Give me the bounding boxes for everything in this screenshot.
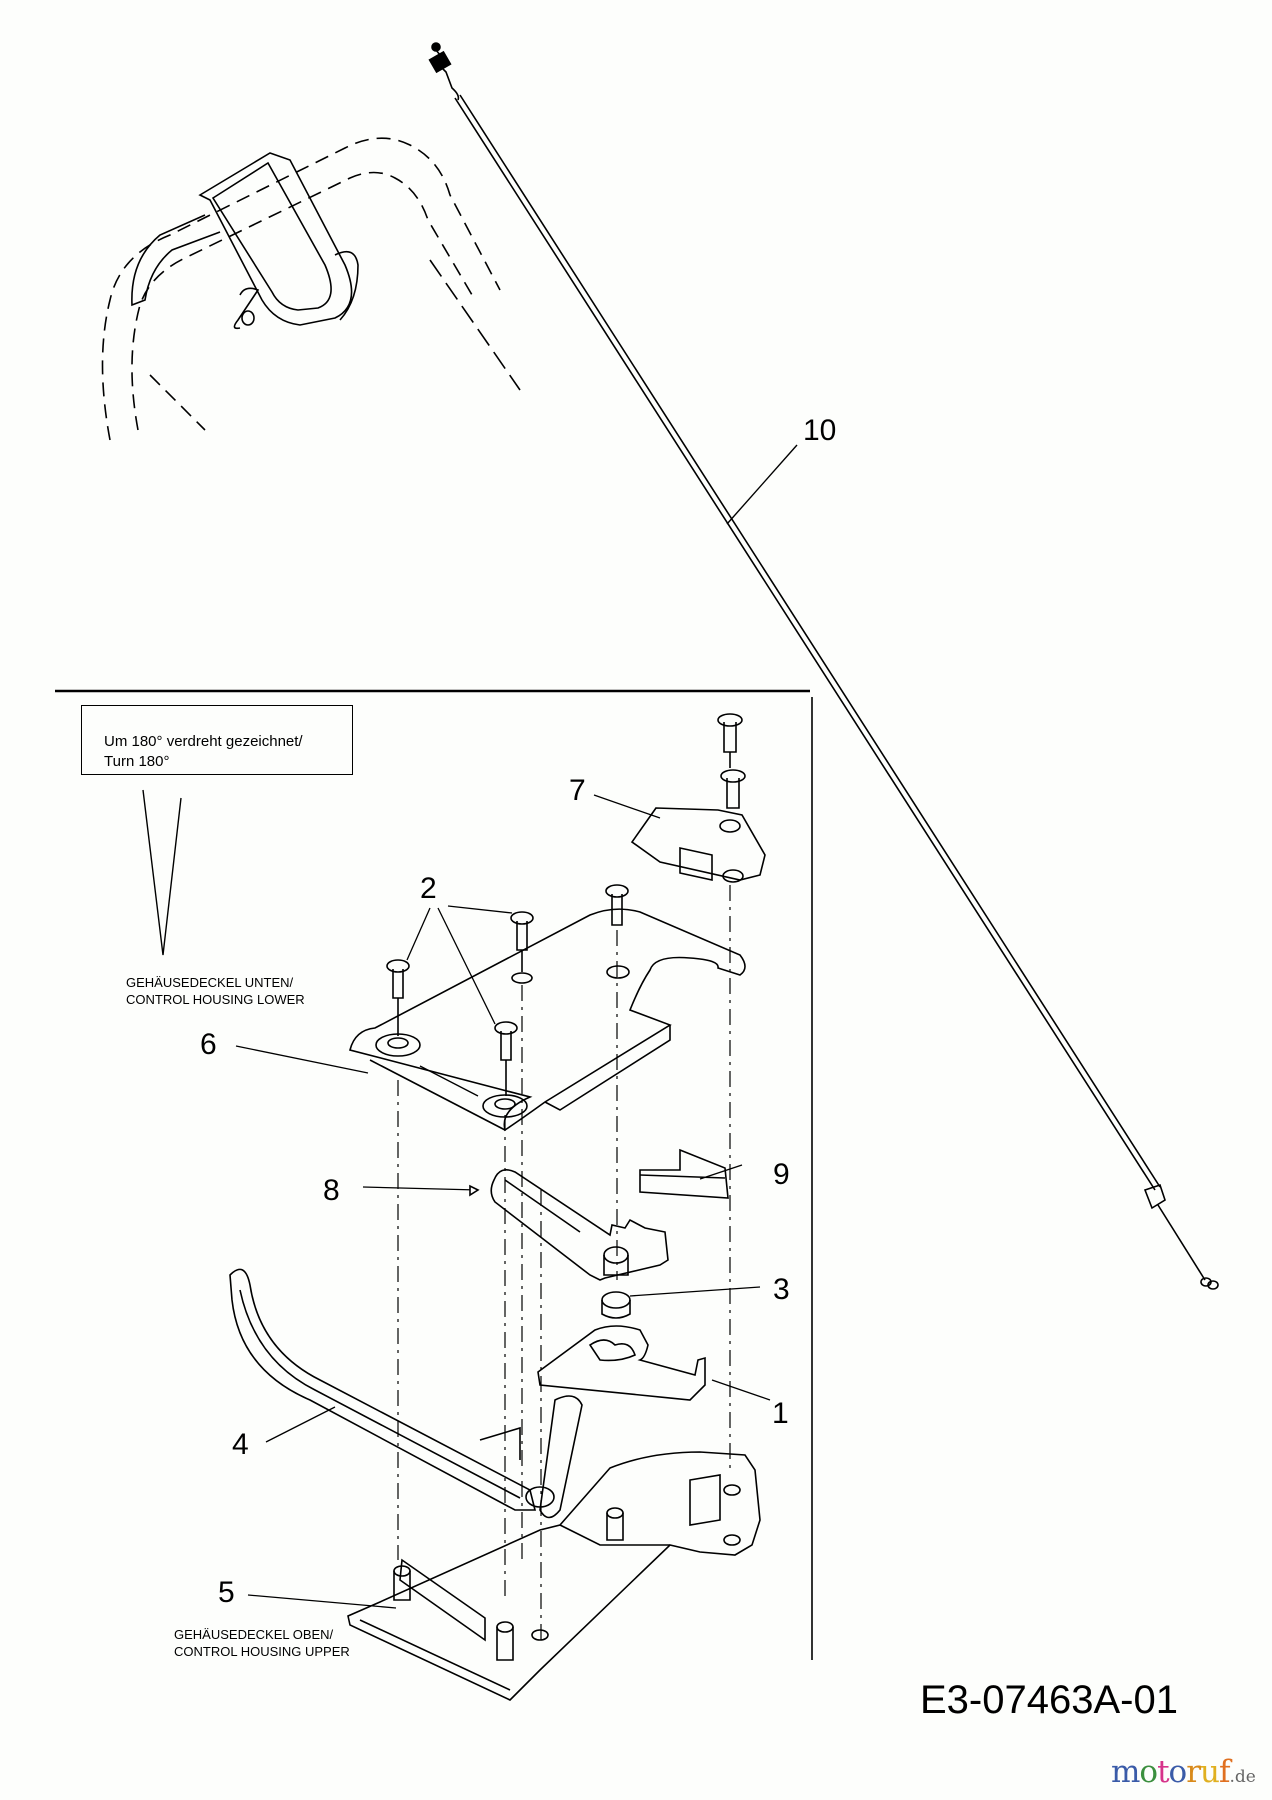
logo-letter: r (1186, 1754, 1201, 1790)
part-1-plate (537, 1325, 706, 1401)
callout-2: 2 (420, 872, 437, 905)
callout-3: 3 (773, 1273, 790, 1306)
logo-letter: m (1111, 1754, 1140, 1790)
callout-10: 10 (803, 414, 837, 447)
callout-7: 7 (569, 774, 586, 807)
rotation-note: Um 180° verdreht gezeichnet/ Turn 180° (81, 705, 353, 775)
part-5-housing-upper (347, 1451, 761, 1701)
label-housing-lower: GEHÄUSEDECKEL UNTEN/ CONTROL HOUSING LOW… (126, 974, 305, 1008)
note-pointer (142, 789, 182, 956)
logo-suffix: .de (1229, 1767, 1256, 1787)
callout-6: 6 (200, 1028, 217, 1061)
callout-4: 4 (232, 1428, 249, 1461)
label-housing-upper: GEHÄUSEDECKEL OBEN/ CONTROL HOUSING UPPE… (174, 1626, 350, 1660)
label-housing-lower-de: GEHÄUSEDECKEL UNTEN/ (126, 975, 294, 990)
callout-8: 8 (323, 1174, 340, 1207)
leader-10 (726, 444, 798, 525)
callout-5: 5 (218, 1576, 235, 1609)
part-3-bushing (601, 1291, 631, 1319)
logo-letter: t (1157, 1754, 1170, 1790)
alignment-lines (397, 885, 731, 1640)
screws-2 (386, 884, 629, 1096)
drawing-code: E3-07463A-01 (920, 1678, 1178, 1722)
callout-9: 9 (773, 1158, 790, 1191)
motoruf-logo: motoruf.de (1111, 1757, 1256, 1788)
logo-letter: f (1219, 1754, 1231, 1790)
part-9-clip (639, 1148, 729, 1199)
logo-letter: o (1139, 1754, 1158, 1790)
note-line-2: Turn 180° (104, 753, 170, 770)
logo-letter: o (1168, 1754, 1188, 1790)
cable (428, 42, 1219, 1290)
part-7-cover (630, 713, 766, 883)
note-line-1: Um 180° verdreht gezeichnet/ (104, 733, 303, 750)
part-6-housing-lower (349, 908, 746, 1132)
label-housing-upper-de: GEHÄUSEDECKEL OBEN/ (174, 1627, 334, 1642)
part-8-ratchet (490, 1169, 669, 1281)
logo-letter: u (1200, 1754, 1220, 1790)
handlebar (101, 137, 521, 441)
handle-bracket (131, 152, 359, 330)
callout-1: 1 (772, 1397, 789, 1430)
arrow-8 (469, 1184, 480, 1197)
label-housing-upper-en: CONTROL HOUSING UPPER (174, 1644, 350, 1659)
part-4-lever (229, 1268, 583, 1519)
label-housing-lower-en: CONTROL HOUSING LOWER (126, 992, 305, 1007)
